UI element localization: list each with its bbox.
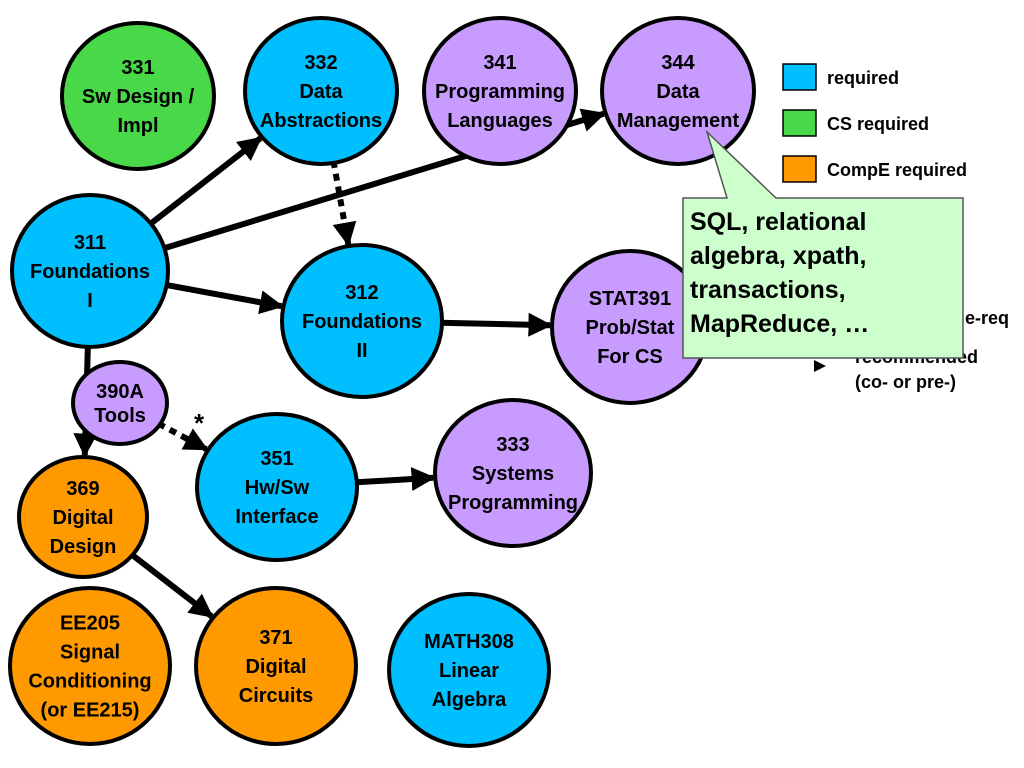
course-node-label-line: MATH308 <box>424 631 514 653</box>
course-node-label-line: Foundations <box>302 311 422 333</box>
course-node-circle <box>195 412 359 562</box>
legend-label: required <box>827 68 899 88</box>
course-node-label-line: 312 <box>345 282 378 304</box>
course-node-label-line: 351 <box>260 448 293 470</box>
course-node-label-line: Programming <box>435 81 565 103</box>
legend-arrow-icon <box>814 360 826 372</box>
callout-text-line: MapReduce, … <box>690 310 869 338</box>
course-node-label-line: Interface <box>235 506 318 528</box>
course-node-circle <box>243 16 399 166</box>
course-node-label-line: 371 <box>259 627 292 649</box>
course-node-label-line: Data <box>299 81 343 103</box>
course-node-331[interactable]: 331 Sw Design / Impl <box>60 21 216 171</box>
course-node-label-line: Foundations <box>30 261 150 283</box>
edge-390a-to-351 <box>156 420 209 452</box>
edge-332-to-312 <box>330 160 357 247</box>
course-node-label-line: 332 <box>304 52 337 74</box>
course-node-circle <box>194 586 358 746</box>
course-node-label-line: 311 <box>74 232 106 254</box>
course-node-label-line: Languages <box>447 110 553 132</box>
course-node-label-line: STAT391 <box>589 288 672 310</box>
course-node-circle <box>71 360 169 446</box>
edge-312-to-stat391 <box>439 312 553 337</box>
course-node-label-line: Systems <box>472 463 554 485</box>
legend-prereq-label: e-req <box>965 308 1009 328</box>
course-node-circle <box>17 455 149 579</box>
edge-311-to-332 <box>147 135 263 228</box>
course-node-label-line: Conditioning <box>28 671 151 693</box>
callout-text-line: transactions, <box>690 276 846 304</box>
course-node-label-line: For CS <box>597 346 663 368</box>
course-node-label-line: 341 <box>483 52 516 74</box>
course-node-label-line: Digital <box>245 656 306 678</box>
course-node-label-line: Design <box>50 536 117 558</box>
course-node-circle <box>8 586 172 746</box>
course-node-label-line: I <box>87 290 93 312</box>
course-node-label-line: Sw Design / <box>82 86 195 108</box>
course-node-label-line: Linear <box>439 660 499 682</box>
edge-369-to-371 <box>128 551 214 619</box>
course-node-label-line: Programming <box>448 492 578 514</box>
course-node-circle <box>280 243 444 399</box>
edge-star-label: * <box>194 408 205 438</box>
legend-label: CompE required <box>827 160 967 180</box>
course-node-circle <box>60 21 216 171</box>
edge-351-to-333 <box>354 467 436 491</box>
course-node-label-line: (or EE215) <box>41 700 140 722</box>
legend-label: CS required <box>827 114 929 134</box>
course-node-circle <box>387 592 551 748</box>
course-node-label-line: 333 <box>496 434 529 456</box>
course-node-label-line: EE205 <box>60 613 120 635</box>
course-node-label-line: Signal <box>60 642 120 664</box>
course-node-circle <box>433 398 593 548</box>
course-node-circle <box>10 193 170 349</box>
course-node-label-line: Circuits <box>239 685 313 707</box>
course-node-label-line: Algebra <box>432 689 507 711</box>
callout-bubble <box>682 129 964 359</box>
edge-311-to-312 <box>164 281 284 315</box>
course-node-label-line: Hw/Sw <box>245 477 310 499</box>
course-node-label-line: 344 <box>661 52 695 74</box>
course-node-label-line: Data <box>656 81 700 103</box>
legend-swatch-required <box>782 63 817 91</box>
legend-co-or-pre-label: (co- or pre-) <box>855 372 956 392</box>
course-node-circle <box>422 16 578 166</box>
course-node-circle <box>600 16 756 166</box>
course-node-label-line: Digital <box>52 507 113 529</box>
legend-swatch-cs-required <box>782 109 817 137</box>
course-node-label-line: Management <box>617 110 740 132</box>
course-node-label-line: Abstractions <box>260 110 382 132</box>
callout-text-line: algebra, xpath, <box>690 242 866 270</box>
course-node-label-line: 331 <box>121 57 154 79</box>
callout: SQL, relational algebra, xpath, transactio… <box>682 129 964 359</box>
legend-swatch-compe-required <box>782 155 817 183</box>
course-node-label-line: Prob/Stat <box>586 317 675 339</box>
course-node-label-line: 390A <box>96 381 144 403</box>
course-node-label-line: 369 <box>66 478 99 500</box>
course-node-label-line: II <box>356 340 367 362</box>
course-node-label-line: Tools <box>94 405 146 427</box>
callout-text-line: SQL, relational <box>690 208 866 236</box>
course-node-label-line: Impl <box>117 115 158 137</box>
